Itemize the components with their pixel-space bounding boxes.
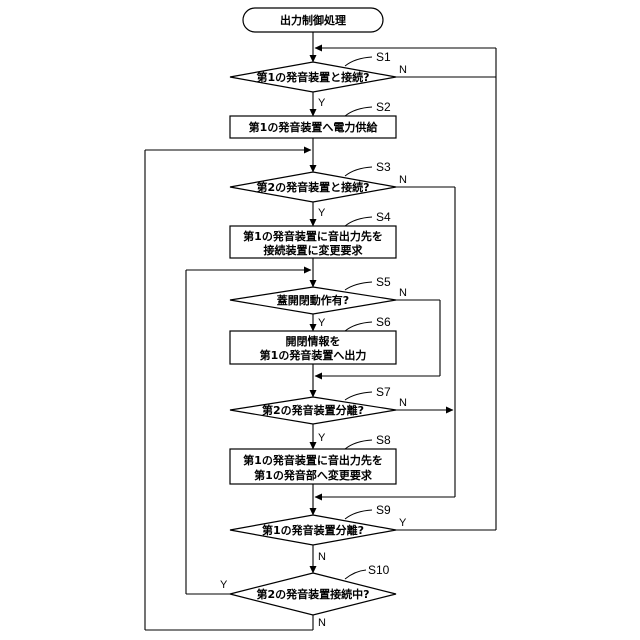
s10-tag: S10: [368, 563, 390, 577]
s2-leader: [345, 107, 372, 116]
s7-no-label: N: [399, 397, 407, 409]
process-s6-line2: 第1の発音装置へ出力: [260, 348, 367, 362]
decision-s9-text: 第1の発音装置分離?: [262, 523, 364, 537]
process-s4-line2: 接続装置に変更要求: [264, 243, 364, 257]
s3-no-label: N: [399, 174, 407, 186]
process-s2-text: 第1の発音装置へ電力供給: [249, 120, 379, 134]
s9-leader: [345, 510, 372, 519]
s3-leader: [345, 167, 372, 176]
s9-yes-label: Y: [399, 517, 407, 529]
s7-tag: S7: [376, 385, 391, 399]
s3-tag: S3: [376, 160, 391, 174]
s6-tag: S6: [376, 315, 391, 329]
s4-leader: [345, 217, 372, 226]
process-s4-line1: 第1の発音装置に音出力先を: [243, 229, 383, 243]
s5-leader: [345, 282, 372, 290]
s1-tag: S1: [376, 50, 391, 64]
s10-leader: [345, 570, 366, 579]
s5-tag: S5: [376, 275, 391, 289]
s2-tag: S2: [376, 100, 391, 114]
s8-leader: [345, 440, 372, 449]
s7-yes-label: Y: [318, 432, 326, 444]
s7-leader: [345, 392, 372, 400]
decision-s1-text: 第1の発音装置と接続?: [256, 70, 369, 84]
s5-yes-label: Y: [318, 317, 326, 329]
decision-s7-text: 第2の発音装置分離?: [262, 403, 364, 417]
s6-leader: [345, 322, 372, 331]
process-s8-line1: 第1の発音装置に音出力先を: [243, 453, 383, 467]
start-terminal: 出力制御処理: [243, 8, 383, 32]
process-s6-line1: 開閉情報を: [286, 334, 341, 348]
s9-tag: S9: [376, 503, 391, 517]
s8-tag: S8: [376, 433, 391, 447]
s9-no-label: N: [318, 551, 326, 563]
decision-s3-text: 第2の発音装置と接続?: [256, 180, 369, 194]
s1-yes-label: Y: [318, 97, 326, 109]
start-label: 出力制御処理: [280, 13, 346, 27]
s5-no-label: N: [399, 287, 407, 299]
s1-no-label: N: [399, 64, 407, 76]
decision-s9: 第1の発音装置分離? S9 Y N: [230, 503, 407, 563]
decision-s10: 第2の発音装置接続中? S10 Y N: [220, 563, 396, 629]
s1-leader: [345, 57, 372, 66]
s3-yes-label: Y: [318, 207, 326, 219]
s10-no-label: N: [318, 617, 326, 629]
s10-yes-label: Y: [220, 579, 228, 591]
decision-s10-text: 第2の発音装置接続中?: [256, 587, 369, 601]
s4-tag: S4: [376, 210, 391, 224]
decision-s5-text: 蓋開閉動作有?: [277, 293, 349, 307]
process-s8-line2: 第1の発音部へ変更要求: [254, 468, 373, 482]
